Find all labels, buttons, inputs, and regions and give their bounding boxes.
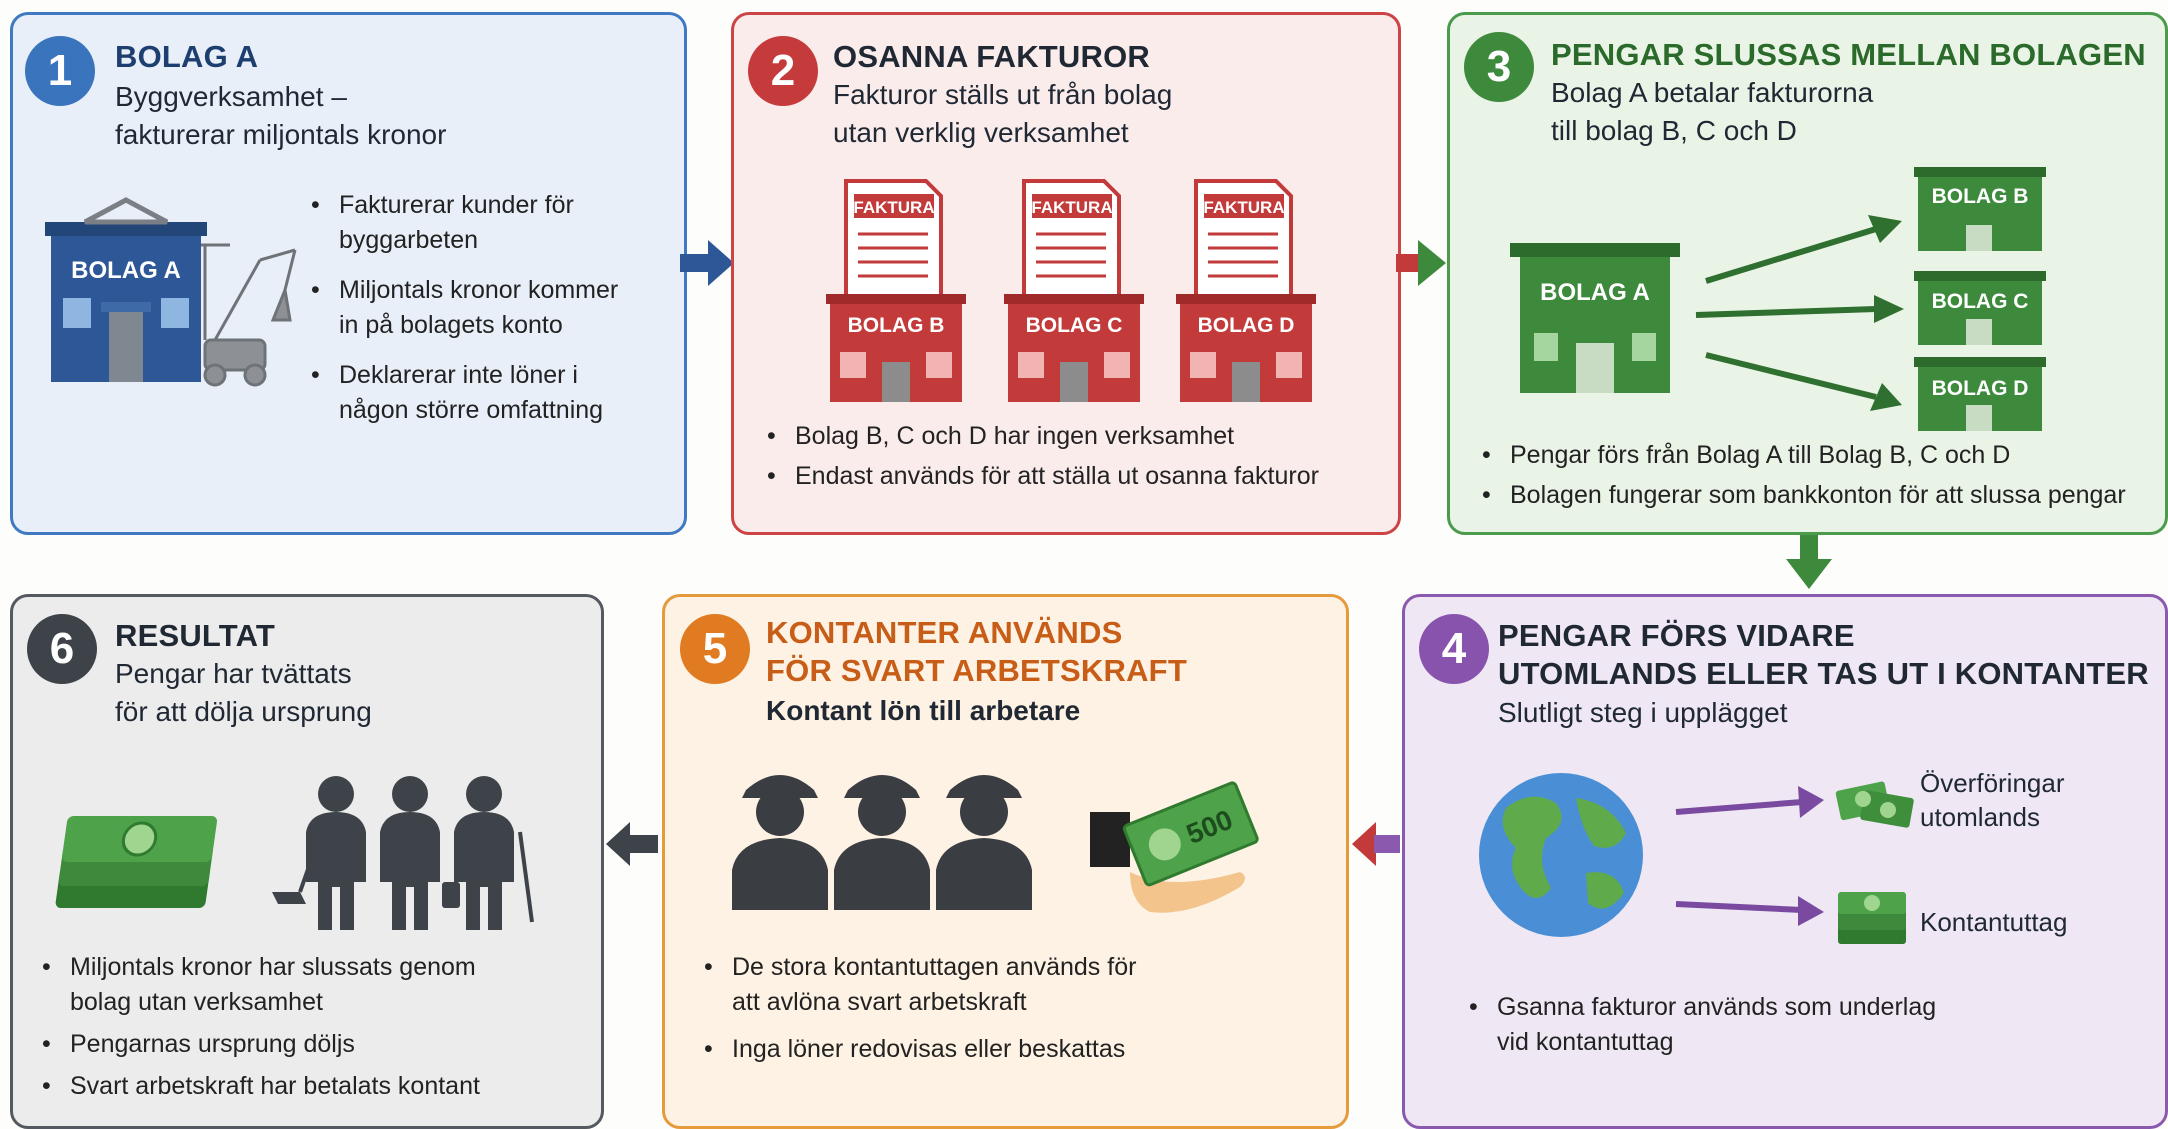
cash-stack-icon <box>1838 892 1906 944</box>
step-6-title: RESULTAT <box>115 618 276 653</box>
step-6-bullets: Miljontals kronor har slussats genombola… <box>38 950 598 1104</box>
invoice-company-b-icon: FAKTURA BOLAG B <box>826 179 966 402</box>
company-label: BOLAG B <box>848 314 945 337</box>
target-company-d: BOLAG D <box>1914 357 2046 431</box>
svg-text:BOLAG C: BOLAG C <box>1932 290 2029 313</box>
bullet: Endast används för att ställa ut osanna … <box>763 459 1393 494</box>
step-6-number: 6 <box>27 614 97 684</box>
step-3-number: 3 <box>1464 32 1534 102</box>
step-4-title-line2: UTOMLANDS ELLER TAS UT I KONTANTER <box>1498 656 2149 691</box>
step-5-number: 5 <box>680 614 750 684</box>
step-2-subtitle-line1: Fakturor ställs ut från bolag <box>833 79 1173 110</box>
step-2-title: OSANNA FAKTUROR <box>833 39 1151 74</box>
step-6-subtitle-line2: för att dölja ursprung <box>115 696 372 727</box>
arrow-left-icon <box>606 822 658 866</box>
step-5-title-line2: FÖR SVART ARBETSKRAFT <box>766 653 1187 688</box>
invoice-company-c-icon: FAKTURA BOLAG C <box>1004 179 1144 402</box>
step-1-number: 1 <box>25 36 95 106</box>
transfer-arrows <box>1675 786 1824 926</box>
source-company-label: BOLAG A <box>1540 279 1650 306</box>
step-5-subtitle: Kontant lön till arbetare <box>766 695 1081 726</box>
step-6-subtitle-line1: Pengar har tvättats <box>115 658 352 689</box>
step-2-number: 2 <box>748 36 818 106</box>
cash-hand-icon: 500 <box>1090 781 1259 913</box>
svg-text:BOLAG B: BOLAG B <box>1932 185 2029 208</box>
arrow-left-icon <box>1352 822 1400 866</box>
step-1-title: BOLAG A <box>115 39 259 74</box>
out2-label: Kontantuttag <box>1920 907 2068 937</box>
arrow-right-icon <box>680 240 734 286</box>
invoice-label: FAKTURA <box>1203 198 1284 217</box>
company-label: BOLAG C <box>1026 314 1123 337</box>
invoice-label: FAKTURA <box>853 198 934 217</box>
bullet: Gsanna fakturor används som underlagvid … <box>1465 990 2145 1060</box>
bullet: Pengarnas ursprung döljs <box>38 1027 598 1062</box>
step-1-subtitle-line1: Byggverksamhet – <box>115 81 347 112</box>
bullet: Svart arbetskraft har betalats kontant <box>38 1069 598 1104</box>
invoice-label: FAKTURA <box>1031 198 1112 217</box>
step-3-bullets: Pengar förs från Bolag A till Bolag B, C… <box>1478 438 2163 513</box>
silhouette-workers-icon <box>272 776 534 930</box>
step-4-number: 4 <box>1419 614 1489 684</box>
workers-icon <box>732 775 1032 910</box>
globe-icon <box>1479 773 1643 937</box>
arrow-down-icon <box>1786 535 1832 589</box>
step-4-title-line1: PENGAR FÖRS VIDARE <box>1498 618 1855 653</box>
step-3-subtitle-line2: till bolag B, C och D <box>1551 115 1797 146</box>
company-label: BOLAG D <box>1198 314 1295 337</box>
invoice-company-d-icon: FAKTURA BOLAG D <box>1176 179 1316 402</box>
svg-text:BOLAG D: BOLAG D <box>1932 377 2029 400</box>
bullet: Bolag B, C och D har ingen verksamhet <box>763 419 1393 454</box>
bullet: Inga löner redovisas eller beskattas <box>700 1032 1340 1067</box>
out1-label-line2: utomlands <box>1920 802 2040 832</box>
money-transfer-icon <box>1835 781 1914 828</box>
step-4-bullets: Gsanna fakturor används som underlagvid … <box>1465 990 2145 1060</box>
step-2-bullets: Bolag B, C och D har ingen verksamhet En… <box>763 419 1393 494</box>
target-company-b: BOLAG B <box>1914 167 2046 251</box>
step-1-subtitle-line2: fakturerar miljontals kronor <box>115 119 447 150</box>
step-3-title: PENGAR SLUSSAS MELLAN BOLAGEN <box>1551 37 2146 72</box>
building-crane-icon: BOLAG A <box>45 197 297 387</box>
bullet: Pengar förs från Bolag A till Bolag B, C… <box>1478 438 2163 473</box>
step-1-building-label: BOLAG A <box>71 257 181 284</box>
bullet: Miljontals kronor har slussats genombola… <box>38 950 598 1020</box>
money-flow-diagram: BOLAG A BOLAG B BOLAG C BOLAG D <box>1510 167 2046 431</box>
cash-stack-icon <box>55 816 217 908</box>
step-3-subtitle-line1: Bolag A betalar fakturorna <box>1551 77 1874 108</box>
target-company-c: BOLAG C <box>1914 271 2046 345</box>
out1-label-line1: Överföringar <box>1920 768 2065 798</box>
step-4-subtitle: Slutligt steg i upplägget <box>1498 697 1788 728</box>
arrow-right-icon <box>1396 240 1446 286</box>
step-5-title-line1: KONTANTER ANVÄNDS <box>766 615 1123 650</box>
bullet: Bolagen fungerar som bankkonton för att … <box>1478 478 2163 513</box>
step-2-subtitle-line2: utan verklig verksamhet <box>833 117 1129 148</box>
